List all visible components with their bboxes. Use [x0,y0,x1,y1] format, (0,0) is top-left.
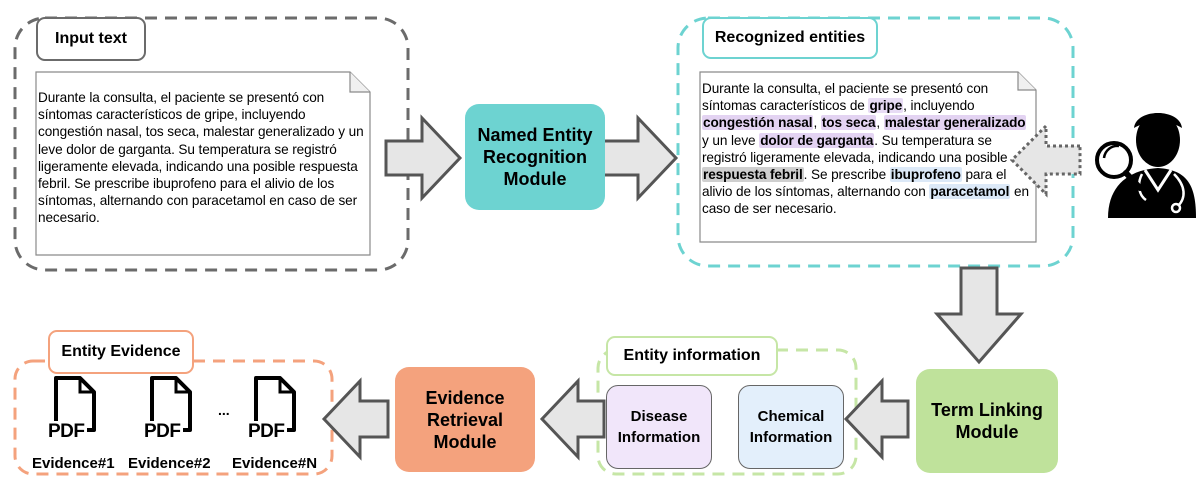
recognized-text-segment: , [876,115,884,131]
arrow-term-to-entity-info [843,377,910,461]
entity-disease: gripe [868,98,904,114]
arrow-evidence-to-panel [321,377,390,461]
entity-symptom: dolor de garganta [759,132,875,148]
recognized-text-segment: en caso de ser necesario. [702,184,1029,217]
recognized-text-segment: . Su temperatura se registró ligeramente… [702,132,1008,165]
recognized-text-segment: para el alivio de los síntomas, alternan… [702,167,1007,200]
recognized-text-segment: , [813,115,821,131]
input-document-fold [349,72,370,93]
recognized-text-segment: Durante la consulta, el paciente se pres… [702,81,989,114]
evidence-ellipsis: ... [218,402,230,418]
entity-symptom: malestar generalizado [883,115,1027,131]
entity-evidence-title: Entity Evidence [48,330,194,374]
input-panel-border [13,16,410,272]
evidence-retrieval-module: Evidence Retrieval Module [395,367,535,472]
pdf-label-1: PDF [46,421,87,443]
arrow-entity-info-to-evidence [539,377,606,461]
entity-drug: ibuprofeno [889,167,962,183]
evidence-label-n: Evidence#N [232,455,318,472]
recognized-text-segment: y un leve [702,132,760,148]
disease-information-box: Disease Information [606,385,712,469]
input-text-title: Input text [36,17,146,61]
evidence-label-1: Evidence#1 [32,455,115,472]
recognized-text-segment: . Se prescribe [803,167,890,183]
input-document-sheet [35,71,371,256]
term-linking-module: Term Linking Module [916,369,1058,473]
arrow-ner-to-recognized [600,114,679,202]
recognized-document-fold [1017,72,1036,91]
recognized-entities-body: Durante la consulta, el paciente se pres… [702,80,1036,218]
entity-fever: respuesta febril [702,167,804,183]
arrow-recognized-to-term-linking [933,266,1025,365]
arrow-input-to-ner [384,114,463,202]
evidence-label-2: Evidence#2 [128,455,211,472]
pdf-label-n: PDF [246,421,287,443]
arrow-expert-to-recognized [1009,122,1082,198]
chemical-information-box: Chemical Information [738,385,844,469]
recognized-panel-border [676,16,1075,268]
input-text-body: Durante la consulta, el paciente se pres… [38,90,364,226]
doctor-with-magnifier-icon [1095,113,1196,218]
entity-drug: paracetamol [929,184,1011,200]
pdf-label-2: PDF [142,421,183,443]
ner-module: Named Entity Recognition Module [465,104,605,210]
entity-information-title: Entity information [606,336,778,376]
recognized-text-segment: , incluyendo [903,98,975,114]
entity-symptom: tos seca [820,115,877,131]
entity-symptom: congestión nasal [702,115,814,131]
recognized-entities-title: Recognized entities [702,17,878,59]
